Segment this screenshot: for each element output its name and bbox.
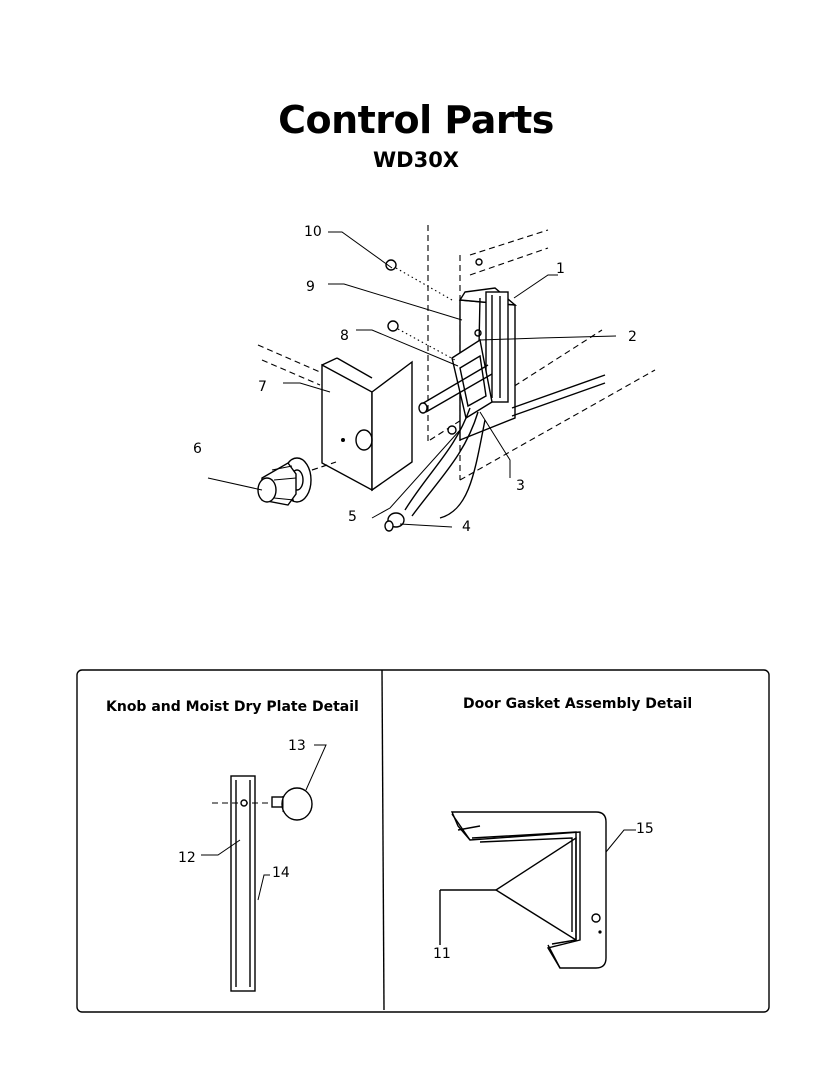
leader-lines [207, 231, 617, 528]
callout-8: 8 [340, 328, 349, 344]
screws [385, 259, 457, 435]
detail-right-title: Door Gasket Assembly Detail [463, 696, 693, 712]
callout-14: 14 [272, 865, 290, 881]
callout-11: 11 [433, 946, 451, 962]
callout-4: 4 [462, 519, 471, 535]
callout-12: 12 [178, 850, 196, 866]
page-title: Control Parts [278, 98, 554, 142]
door-gasket-detail [439, 811, 636, 969]
detail-left-title: Knob and Moist Dry Plate Detail [106, 699, 359, 715]
callout-3: 3 [516, 478, 525, 494]
callout-13: 13 [288, 738, 306, 754]
callout-1: 1 [556, 261, 565, 277]
callout-10: 10 [304, 224, 322, 240]
wire-harness [384, 374, 606, 532]
model-number: WD30X [372, 148, 459, 172]
control-bracket [321, 357, 413, 492]
callout-5: 5 [348, 509, 357, 525]
moist-dry-plate-detail [201, 744, 327, 992]
callout-6: 6 [193, 441, 202, 457]
timer-assembly [418, 258, 518, 442]
callout-7: 7 [258, 379, 267, 395]
callout-15: 15 [636, 821, 654, 837]
callout-2: 2 [628, 329, 637, 345]
detail-frame [76, 669, 770, 1013]
callout-9: 9 [306, 279, 315, 295]
timer-knob [257, 457, 337, 506]
wall-outline [257, 225, 656, 481]
